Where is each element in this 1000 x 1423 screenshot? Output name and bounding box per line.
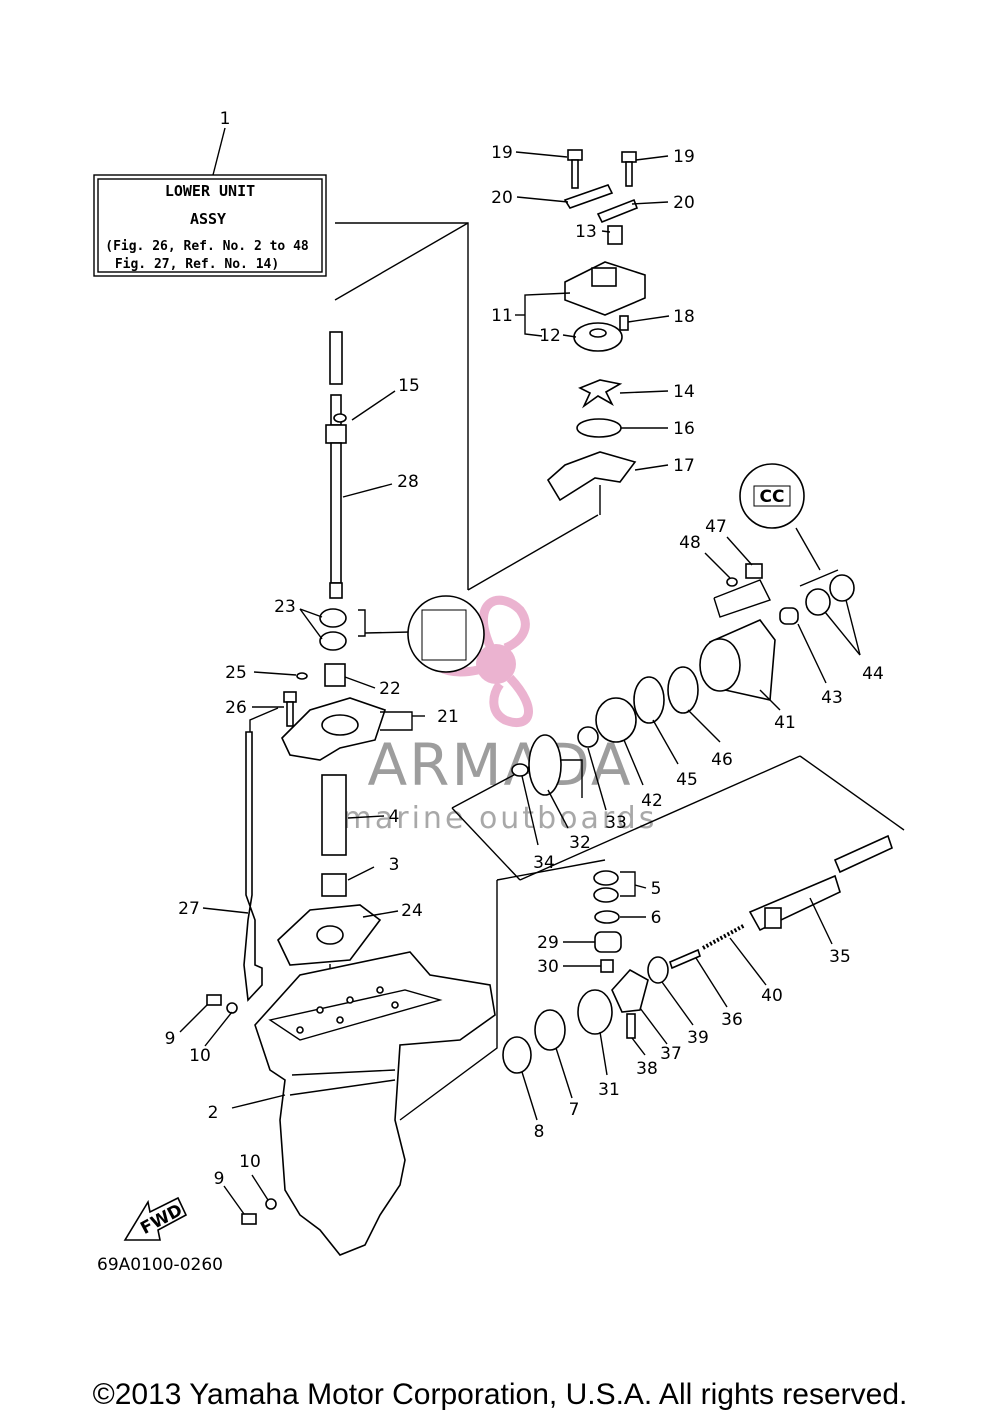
callout-38: 38 bbox=[636, 1059, 658, 1079]
callout-39: 39 bbox=[687, 1028, 709, 1048]
diagram-code: 69A0100-0260 bbox=[97, 1255, 223, 1275]
callout-24: 24 bbox=[401, 901, 423, 921]
callout-15: 15 bbox=[398, 376, 420, 396]
callout-10a: 10 bbox=[189, 1046, 211, 1066]
callout-35: 35 bbox=[829, 947, 851, 967]
callout-labels: 1 2 3 4 5 6 7 8 9 9 10 10 11 12 13 14 15… bbox=[165, 109, 884, 1189]
callout-28: 28 bbox=[397, 472, 419, 492]
callout-29: 29 bbox=[537, 933, 559, 953]
title-box: LOWER UNIT ASSY (Fig. 26, Ref. No. 2 to … bbox=[93, 127, 327, 277]
callout-33: 33 bbox=[605, 813, 627, 833]
housing-parts bbox=[277, 595, 485, 966]
callout-6: 6 bbox=[651, 908, 662, 928]
callout-25: 25 bbox=[225, 663, 247, 683]
callout-3: 3 bbox=[389, 855, 400, 875]
callout-20b: 20 bbox=[673, 193, 695, 213]
copyright-notice: ©2013 Yamaha Motor Corporation, U.S.A. A… bbox=[92, 1378, 908, 1411]
fwd-arrow: FWD bbox=[123, 1196, 188, 1241]
title-line-4: Fig. 27, Ref. No. 14) bbox=[115, 257, 279, 272]
callout-32: 32 bbox=[569, 833, 591, 853]
callout-11: 11 bbox=[491, 306, 513, 326]
title-line-1: LOWER UNIT bbox=[165, 182, 255, 200]
callout-10b: 10 bbox=[239, 1152, 261, 1172]
callout-1: 1 bbox=[220, 109, 231, 129]
title-line-3: (Fig. 26, Ref. No. 2 to 48 bbox=[105, 239, 309, 254]
callout-26: 26 bbox=[225, 698, 247, 718]
callout-12: 12 bbox=[539, 326, 561, 346]
callout-9a: 9 bbox=[165, 1029, 176, 1049]
callout-19a: 19 bbox=[491, 143, 513, 163]
callout-8: 8 bbox=[534, 1122, 545, 1142]
callout-42: 42 bbox=[641, 791, 663, 811]
fasteners bbox=[179, 994, 277, 1225]
callout-16: 16 bbox=[673, 419, 695, 439]
callout-37: 37 bbox=[660, 1044, 682, 1064]
callout-7: 7 bbox=[569, 1100, 580, 1120]
callout-13: 13 bbox=[575, 222, 597, 242]
callout-31: 31 bbox=[598, 1080, 620, 1100]
lower-unit-housing bbox=[231, 859, 606, 1256]
callout-4: 4 bbox=[389, 807, 400, 827]
callout-14: 14 bbox=[673, 382, 695, 402]
callout-44: 44 bbox=[862, 664, 884, 684]
callout-43: 43 bbox=[821, 688, 843, 708]
callout-18: 18 bbox=[673, 307, 695, 327]
callout-36: 36 bbox=[721, 1010, 743, 1030]
callout-40: 40 bbox=[761, 986, 783, 1006]
callout-17: 17 bbox=[673, 456, 695, 476]
shift-rod bbox=[202, 731, 263, 1002]
cc-label: CC bbox=[760, 487, 785, 507]
callout-48: 48 bbox=[679, 533, 701, 553]
callout-41: 41 bbox=[774, 713, 796, 733]
propeller-shaft-group bbox=[502, 834, 893, 1074]
drive-shaft bbox=[325, 222, 599, 599]
callout-23: 23 bbox=[274, 597, 296, 617]
watermark-tagline: marine outboards bbox=[343, 801, 658, 836]
callout-46: 46 bbox=[711, 750, 733, 770]
callout-34: 34 bbox=[533, 853, 555, 873]
callout-45: 45 bbox=[676, 770, 698, 790]
callout-2: 2 bbox=[208, 1103, 219, 1123]
watermark: ARMADA marine outboards bbox=[343, 595, 658, 836]
callout-47: 47 bbox=[705, 517, 727, 537]
callout-27: 27 bbox=[178, 899, 200, 919]
callout-20a: 20 bbox=[491, 188, 513, 208]
water-pump-group bbox=[546, 149, 646, 515]
callout-22: 22 bbox=[379, 679, 401, 699]
callout-19b: 19 bbox=[673, 147, 695, 167]
callout-30: 30 bbox=[537, 957, 559, 977]
gear-group bbox=[451, 463, 905, 881]
callout-21: 21 bbox=[437, 707, 459, 727]
callout-9b: 9 bbox=[214, 1169, 225, 1189]
title-line-2: ASSY bbox=[190, 210, 226, 228]
callout-5: 5 bbox=[651, 879, 662, 899]
